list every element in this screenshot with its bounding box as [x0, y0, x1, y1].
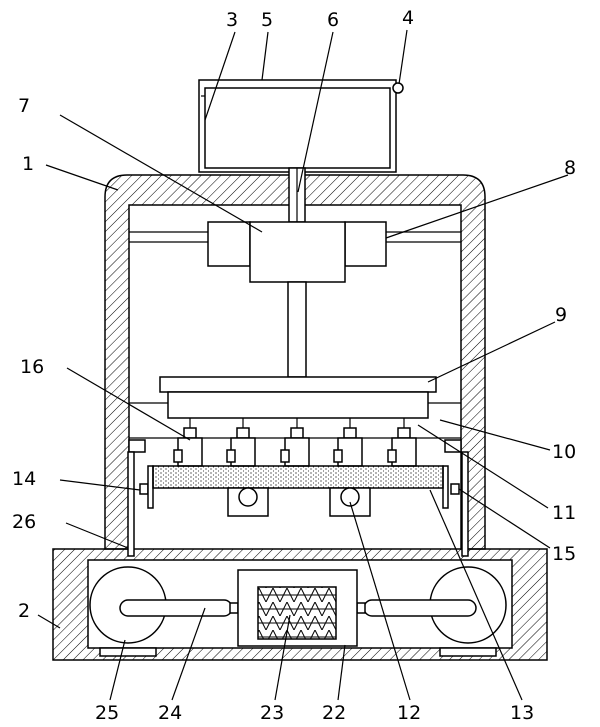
label-22: 22: [322, 702, 346, 724]
label-25: 25: [95, 702, 119, 724]
nozzle-row: [173, 418, 417, 467]
label-7: 7: [18, 95, 30, 117]
nozzle: [173, 418, 203, 467]
work-table: [147, 465, 449, 509]
label-3: 3: [226, 9, 238, 31]
filter-box: [237, 569, 358, 647]
label-11: 11: [552, 502, 576, 524]
label-6: 6: [327, 9, 339, 31]
label-2: 2: [18, 600, 30, 622]
nozzle: [387, 418, 417, 467]
label-12: 12: [397, 702, 421, 724]
hinge-icon: [392, 82, 404, 94]
label-9: 9: [555, 304, 567, 326]
motor-assembly: [207, 221, 387, 378]
label-4: 4: [402, 7, 414, 29]
nozzle: [280, 418, 310, 467]
drive-shaft: [288, 167, 306, 223]
nozzle: [333, 418, 363, 467]
label-16: 16: [20, 356, 44, 378]
bearing-blocks: [227, 487, 371, 517]
label-14: 14: [12, 468, 36, 490]
side-guides: [127, 439, 469, 557]
label-8: 8: [564, 157, 576, 179]
label-24: 24: [158, 702, 182, 724]
nozzle: [226, 418, 256, 467]
press-plate: [159, 376, 437, 419]
label-26: 26: [12, 511, 36, 533]
label-10: 10: [552, 441, 576, 463]
leader-lines: [37, 29, 569, 701]
callout-labels: 3 5 6 4 7 8 1 9 10 16 11 14 15 26 2 25 2…: [12, 7, 576, 724]
label-23: 23: [260, 702, 284, 724]
label-15: 15: [552, 543, 576, 565]
label-1: 1: [22, 153, 34, 175]
label-13: 13: [510, 702, 534, 724]
top-box: [198, 79, 404, 173]
label-5: 5: [261, 9, 273, 31]
